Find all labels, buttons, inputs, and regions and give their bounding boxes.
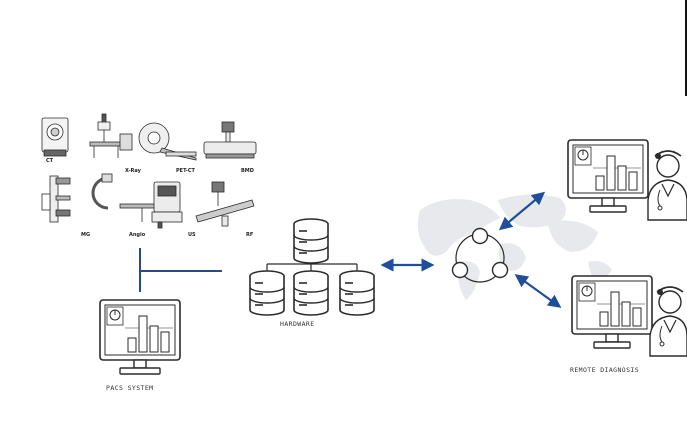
monitor-icon [99,299,181,375]
modality-label: CT [46,158,54,164]
modality-label: PET-CT [176,168,195,174]
database-cluster-icon [249,218,375,316]
doctor-workstation-icon [571,275,687,357]
modality-label: RF [246,232,254,238]
modality-group: CT X-Ray PET-CT BMD MG Angio US RF [36,112,268,242]
pet-ct-scanner-icon [138,122,197,161]
hardware-caption: HARDWARE [280,320,315,328]
remote-diagnosis-caption: REMOTE DIAGNOSIS [570,366,640,374]
modality-label: X-Ray [125,168,141,174]
page-edge-line [685,0,687,96]
modality-label: US [188,232,196,238]
pacs-monitor [98,298,184,380]
cloud-remote-top-arrow [498,191,546,231]
doctor-icon [649,286,687,357]
bone-densitometer-icon [203,121,257,159]
doctor-workstation-icon [567,139,687,221]
modality-icons [41,113,257,229]
cloud-remote-bottom-arrow [514,274,562,308]
hardware-cluster [246,218,376,316]
ultrasound-icon [151,181,183,229]
remote-workstation-top [566,138,687,224]
modality-label: BMD [241,168,254,174]
network-hub-icon [451,227,509,283]
modality-label: Angio [129,232,146,238]
ct-scanner-icon [41,117,69,157]
pacs-caption: PACS SYSTEM [106,384,154,392]
fluoroscopy-table-icon [195,181,255,227]
mammography-icon [41,175,71,223]
doctor-icon [647,150,687,221]
xray-machine-icon [89,113,133,158]
remote-workstation-bottom [570,274,687,360]
angiography-c-arm-icon [91,173,167,222]
modality-label: MG [81,232,91,238]
